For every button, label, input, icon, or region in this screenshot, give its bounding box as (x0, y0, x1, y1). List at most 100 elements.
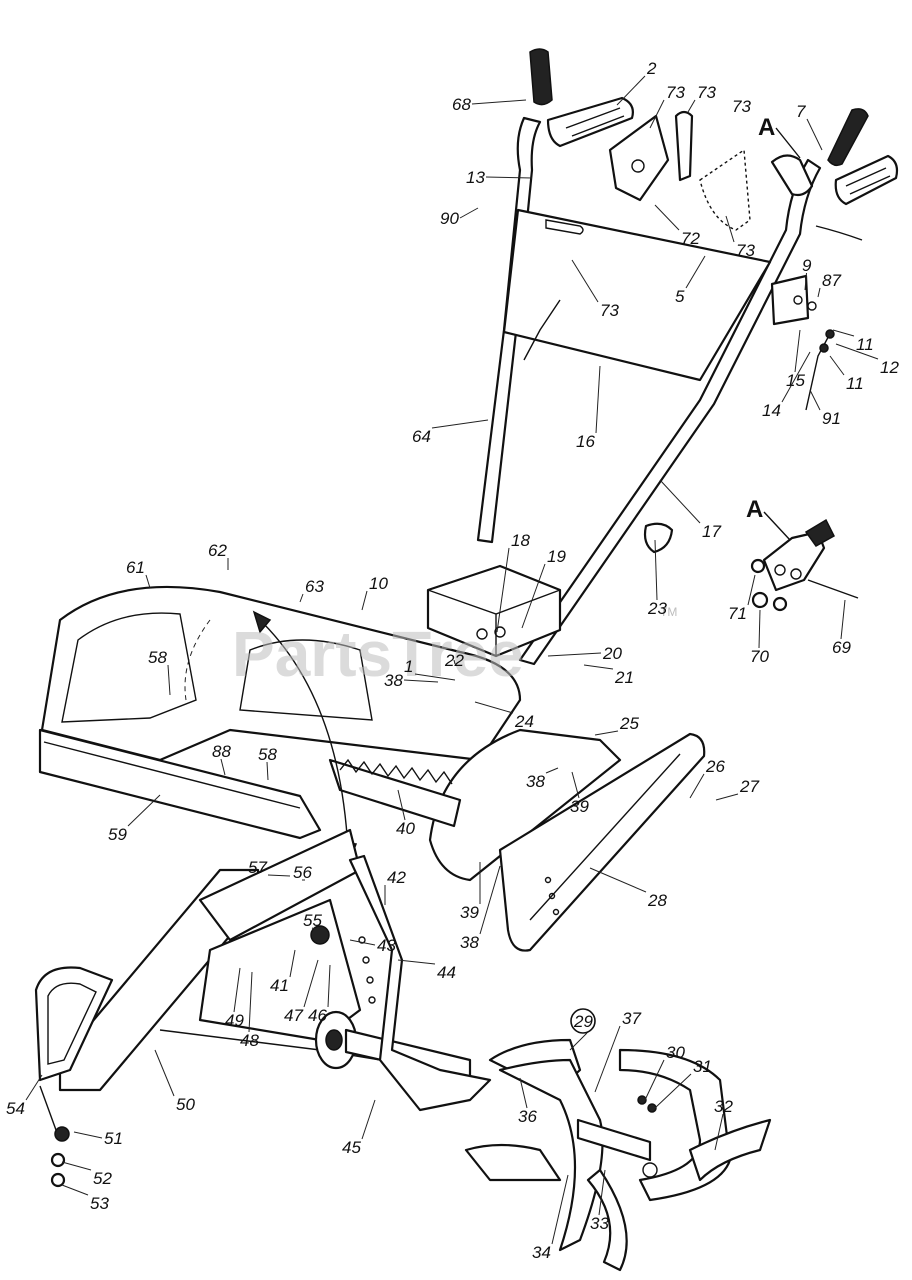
leader-line-c-33 (598, 1169, 606, 1216)
callout-c-91: 91 (822, 409, 841, 428)
leader-line-c-1 (414, 673, 456, 681)
callout-c-54: 54 (6, 1099, 25, 1118)
leader-line-c-10 (361, 590, 368, 611)
callout-c-23: 23 (647, 599, 667, 618)
leader-line-c-91 (809, 389, 821, 411)
leader-line-c-57 (267, 874, 291, 877)
callout-c-47: 47 (284, 1006, 303, 1025)
leader-line-c-59 (127, 794, 161, 827)
callout-c-11b: 11 (846, 374, 864, 393)
callout-c-87: 87 (822, 271, 841, 290)
callout-c-13: 13 (466, 168, 485, 187)
leader-line-c-61 (145, 574, 151, 589)
handle-right-grip (827, 108, 899, 206)
leader-line-c-63 (299, 593, 304, 603)
callout-c-16: 16 (576, 432, 595, 451)
leader-line-c-73e (571, 259, 599, 303)
leader-line-c-19 (521, 563, 546, 629)
callout-c-59: 59 (108, 825, 127, 844)
callout-c-2: 2 (646, 59, 657, 78)
callout-c-15: 15 (786, 371, 805, 390)
leader-line-c-14 (781, 351, 811, 403)
leader-line-c-22 (453, 659, 456, 665)
callout-c-64: 64 (412, 427, 431, 446)
callout-c-50: 50 (176, 1095, 195, 1114)
leader-line-c-50 (154, 1049, 175, 1097)
leader-line-c-51 (73, 1131, 103, 1139)
leader-line-c-45 (361, 1099, 376, 1140)
callout-c-39b: 39 (460, 903, 479, 922)
callout-c-37: 37 (622, 1009, 641, 1028)
circled-callout-29: 29 (573, 1012, 593, 1031)
leader-line-c-12 (835, 343, 879, 360)
leader-line-c-18 (496, 547, 510, 633)
callout-c-21: 21 (614, 668, 634, 687)
leader-line-c-58a (167, 664, 171, 696)
callout-c-38c: 38 (460, 933, 479, 952)
leader-line-c-69 (840, 599, 846, 640)
callout-c-9: 9 (802, 256, 812, 275)
callout-c-57: 57 (248, 858, 267, 877)
leader-line-c-11b (829, 355, 845, 376)
ref-a-top-arrow (775, 127, 801, 159)
cable-bracket-9 (770, 274, 817, 326)
callout-c-19: 19 (547, 547, 566, 566)
leader-line-c-34 (551, 1174, 569, 1245)
watermark-tm: TM (660, 605, 677, 619)
callout-c-41: 41 (270, 976, 289, 995)
leader-line-c-21 (583, 664, 614, 670)
ref-a-detail: A (746, 496, 763, 523)
callout-c-14: 14 (762, 401, 781, 420)
callout-c-34: 34 (532, 1243, 551, 1262)
leader-line-c-73d (725, 215, 735, 243)
leader-line-c-55 (311, 927, 319, 931)
callout-c-73c: 73 (732, 97, 751, 116)
leader-line-c-40 (397, 789, 406, 821)
callout-c-10: 10 (369, 574, 388, 593)
leader-line-c-70 (758, 609, 761, 649)
leader-line-c-43 (349, 939, 376, 946)
depth-arm-45 (348, 854, 492, 1112)
callout-c-25: 25 (619, 714, 639, 733)
control-lever (770, 154, 814, 197)
leader-line-c-87 (817, 287, 821, 298)
callout-c-26: 26 (705, 757, 725, 776)
leader-line-c-31 (654, 1073, 692, 1109)
circled-callout-ring (570, 1008, 596, 1034)
callout-c-44: 44 (437, 963, 456, 982)
callout-c-73d: 73 (736, 241, 755, 260)
callout-c-24: 24 (514, 712, 534, 731)
clip-23 (643, 522, 674, 554)
callout-c-49: 49 (225, 1011, 244, 1030)
callout-c-72: 72 (681, 229, 700, 248)
callout-c-33: 33 (590, 1214, 609, 1233)
callout-c-11a: 11 (856, 335, 874, 354)
leader-line-c-16 (595, 365, 601, 434)
callout-c-63: 63 (305, 577, 324, 596)
callout-c-88: 88 (212, 742, 231, 761)
callout-c-38a: 38 (384, 671, 403, 690)
leader-line-c-32 (714, 1113, 724, 1151)
callout-c-62: 62 (208, 541, 227, 560)
ref-a-top: A (758, 114, 775, 141)
callout-c-17: 17 (702, 522, 721, 541)
callout-c-22: 22 (444, 651, 464, 670)
leader-line-c-27 (715, 793, 739, 801)
leader-line-c-41 (289, 949, 296, 978)
bracket-73 (608, 110, 751, 231)
callout-c-52: 52 (93, 1169, 112, 1188)
leader-line-c-47 (303, 959, 319, 1008)
callout-c-71: 71 (728, 604, 747, 623)
leader-line-c-73a (649, 99, 665, 129)
leader-line-c-53 (61, 1184, 89, 1196)
leader-line-c-38b (545, 767, 559, 774)
callout-c-42: 42 (387, 868, 406, 887)
leader-line-c-39a (571, 771, 580, 799)
leader-line-c-73b (687, 99, 696, 113)
callout-c-28: 28 (647, 891, 667, 910)
leader-line-c-38a (403, 679, 439, 683)
leader-line-c-38c (479, 865, 501, 935)
leader-line-c-44 (397, 959, 436, 965)
